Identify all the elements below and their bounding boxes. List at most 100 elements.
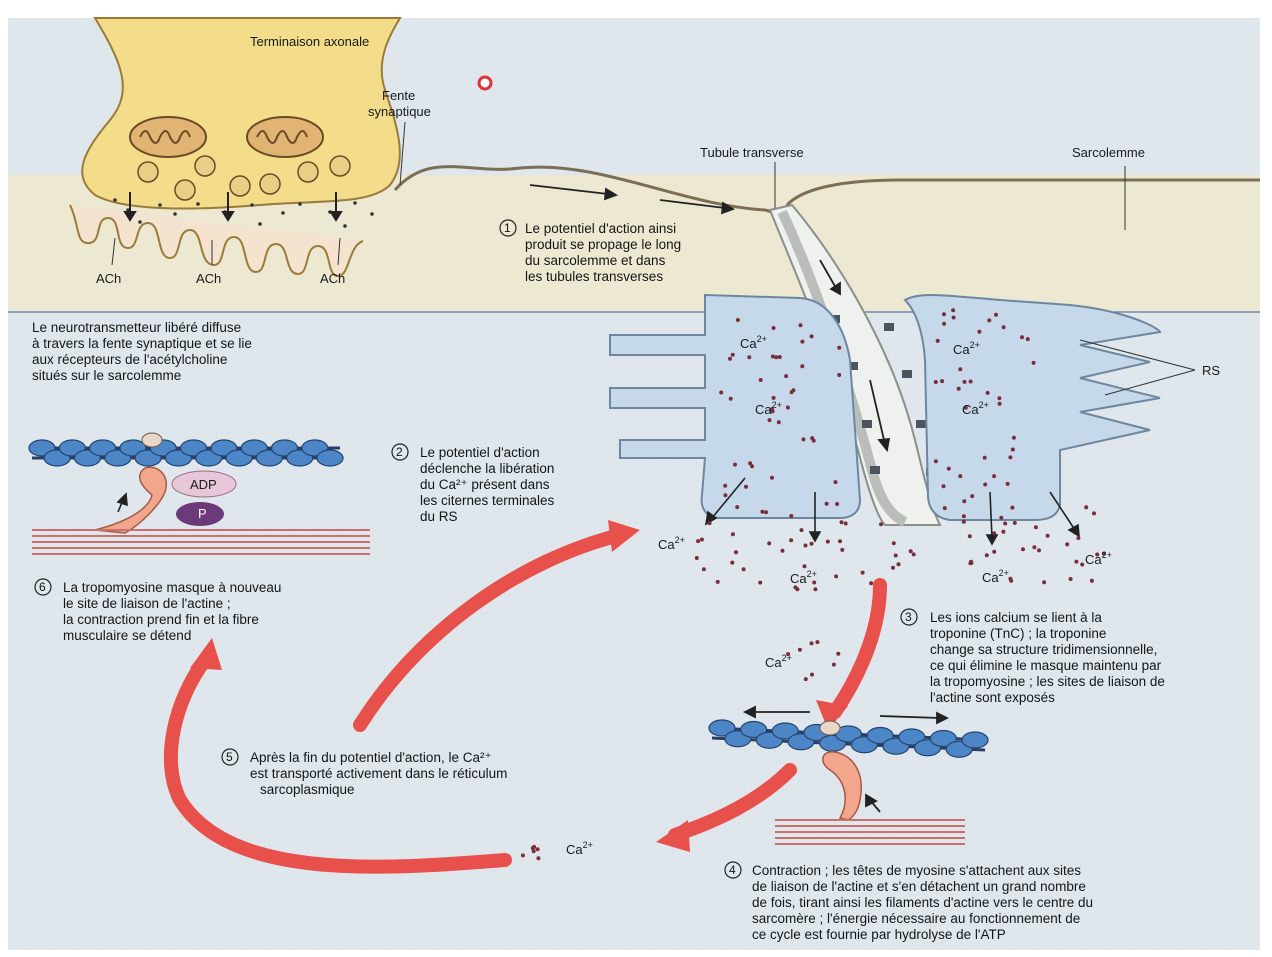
calcium-ion-dot	[784, 374, 788, 378]
step-2-line: les citernes terminales	[420, 493, 555, 508]
ca-label-charge: 2+	[999, 568, 1009, 578]
calcium-ion-dot	[1074, 560, 1078, 564]
calcium-ion-dot	[1046, 534, 1050, 538]
calcium-ion-dot	[695, 556, 699, 560]
step-6-line: La tropomyosine masque à nouveau	[63, 580, 281, 595]
calcium-ion-dot	[733, 463, 737, 467]
label-axon-terminal: Terminaison axonale	[250, 34, 369, 49]
calcium-ion-dot	[700, 538, 704, 542]
calcium-ion-dot	[789, 538, 793, 542]
label-rs: RS	[1202, 363, 1220, 378]
step-3-line: troponine (TnC) ; la troponine	[930, 626, 1106, 641]
actin-monomer	[317, 450, 343, 466]
step-number: 2	[396, 445, 403, 459]
calcium-ion-dot	[731, 532, 735, 536]
step-4-line: Contraction ; les têtes de myosine s'att…	[752, 863, 1081, 878]
calcium-ion-dot	[942, 484, 946, 488]
calcium-ion-dot	[521, 853, 525, 857]
label-ach-2: ACh	[196, 271, 221, 286]
ca-label-ion: Ca	[658, 537, 675, 552]
step-4-line: sarcomère ; l'énergie nécessaire au fonc…	[752, 911, 1080, 926]
step-2-line: du Ca²⁺ présent dans	[420, 477, 550, 492]
step-2-line: du RS	[420, 509, 458, 524]
calcium-ion-dot	[786, 406, 790, 410]
calcium-ion-dot	[702, 567, 706, 571]
calcium-ion-dot	[969, 560, 973, 564]
calcium-ion-dot	[1090, 579, 1094, 583]
step-6-line: le site de liaison de l'actine ;	[63, 596, 231, 611]
calcium-ion-dot	[977, 330, 981, 334]
ca-label-ion: Ca	[982, 570, 999, 585]
step-3-line: l'actine sont exposés	[930, 690, 1055, 705]
calcium-ion-dot	[723, 493, 727, 497]
ca-label-charge: 2+	[1102, 550, 1112, 560]
ca-label-charge: 2+	[583, 840, 593, 850]
calcium-ion-dot	[951, 308, 955, 312]
mitochondrion-left	[130, 117, 206, 157]
calcium-ion-dot	[997, 396, 1001, 400]
calcium-ion-dot	[734, 550, 738, 554]
calcium-ion-dot	[983, 456, 987, 460]
calcium-ion-dot	[837, 373, 841, 377]
calcium-ion-dot	[834, 480, 838, 484]
calcium-ion-dot	[764, 510, 768, 514]
step-2-line: déclenche la libération	[420, 461, 554, 476]
calcium-ion-dot	[1010, 506, 1014, 510]
calcium-ion-dot	[936, 339, 940, 343]
calcium-ion-dot	[777, 420, 781, 424]
step-4-line: de liaison de l'actine et s'en détachent…	[752, 879, 1086, 894]
calcium-ion-dot	[810, 542, 814, 546]
step-1-line: Le potentiel d'action ainsi	[525, 221, 676, 236]
calcium-ion-dot	[985, 553, 989, 557]
calcium-ion-dot	[834, 574, 838, 578]
calcium-ion-dot	[532, 849, 536, 853]
calcium-ion-dot	[963, 380, 967, 384]
calcium-ion-dot	[912, 552, 916, 556]
calcium-ion-dot	[958, 474, 962, 478]
calcium-ion-dot	[1011, 448, 1015, 452]
step-3-line: change sa structure tridimensionnelle,	[930, 642, 1157, 657]
mitochondrion-right	[247, 117, 323, 157]
step-4-line: de fois, tirant ainsi les filaments d'ac…	[752, 895, 1093, 910]
calcium-ion-dot	[970, 494, 974, 498]
calcium-ion-dot	[799, 323, 803, 327]
calcium-ion-dot	[810, 641, 814, 645]
ca-label-ion: Ca	[765, 655, 782, 670]
calcium-ion-dot	[1020, 335, 1024, 339]
calcium-ion-dot	[934, 380, 938, 384]
actin-filament-left	[29, 440, 343, 466]
calcium-ion-dot	[836, 652, 840, 656]
calcium-ion-dot	[934, 459, 938, 463]
calcium-ion-dot	[999, 516, 1003, 520]
calcium-ion-dot	[772, 326, 776, 330]
calcium-ion-dot	[810, 334, 814, 338]
ca-label-ion: Ca	[1085, 552, 1102, 567]
calcium-ion-dot	[735, 505, 739, 509]
calcium-ion-dot	[728, 357, 732, 361]
calcium-ion-dot	[891, 566, 895, 570]
calcium-ion-dot	[1003, 522, 1007, 526]
step-number: 5	[226, 750, 233, 764]
calcium-ion-dot	[1008, 455, 1012, 459]
calcium-ion-dot	[815, 640, 819, 644]
calcium-ion-dot	[825, 502, 829, 506]
calcium-ion-dot	[536, 847, 540, 851]
calcium-ion-dot	[768, 418, 772, 422]
calcium-ion-dot	[983, 483, 987, 487]
step-6-line: la contraction prend fin et la fibre	[63, 612, 259, 627]
ca-label-charge: 2+	[970, 340, 980, 350]
calcium-ion-dot	[957, 387, 961, 391]
calcium-ion-dot	[992, 474, 996, 478]
step-6-line: musculaire se détend	[63, 628, 191, 643]
ca-label-ion: Ca	[566, 842, 583, 857]
calcium-ion-dot	[1032, 361, 1036, 365]
calcium-ion-dot	[810, 673, 814, 677]
calcium-ion-dot	[1006, 482, 1010, 486]
label-adp: ADP	[190, 477, 217, 492]
ca-label-charge: 2+	[807, 569, 817, 579]
step-5-line: sarcoplasmique	[260, 782, 355, 797]
intro-line: aux récepteurs de l'acétylcholine	[32, 352, 227, 367]
calcium-ion-dot	[1076, 536, 1080, 540]
step-5-line: Après la fin du potentiel d'action, le C…	[250, 750, 492, 765]
